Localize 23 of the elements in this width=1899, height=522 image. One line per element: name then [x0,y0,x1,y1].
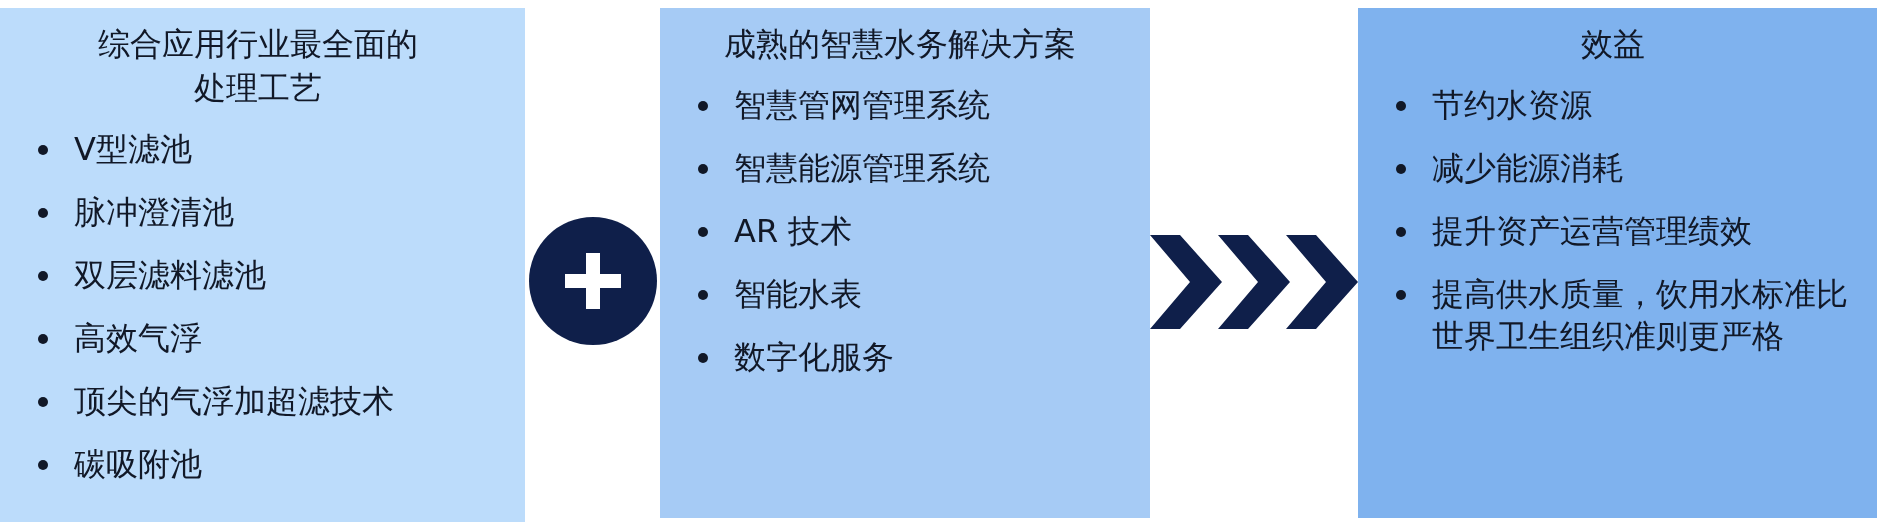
bullet-item: 高效气浮 [74,318,202,359]
panel [1358,8,1877,518]
chevron-arrow [1150,235,1358,329]
panel [660,8,1150,518]
bullet-item: 脉冲澄清池 [74,192,234,233]
panel-heading: 效益 [1579,24,1646,65]
bullet-item: 提升资产运营管理绩效 [1432,211,1752,252]
bullet-item: 智慧能源管理系统 [734,148,990,189]
bullet-item: 双层滤料滤池 [74,255,266,296]
bullet-item: 碳吸附池 [74,444,202,485]
panel [0,8,525,522]
panel-heading: 成熟的智慧水务解决方案 [723,24,1077,65]
bullet-item: 智能水表 [734,274,862,315]
panel-heading: 综合应用行业最全面的处理工艺 [96,24,419,109]
bullet-item: V型滤池 [74,129,192,170]
bullet-item: AR 技术 [734,211,853,252]
bullet-item: 减少能源消耗 [1432,148,1624,189]
plus-circle [529,217,657,345]
bullet-item: 智慧管网管理系统 [734,85,990,126]
bullet-item: 数字化服务 [734,337,894,378]
bullet-item: 提高供水质量，饮用水标准比世界卫生组织准则更严格 [1432,274,1849,357]
bullet-item: 顶尖的气浮加超滤技术 [74,381,394,422]
bullet-item: 节约水资源 [1432,85,1592,126]
